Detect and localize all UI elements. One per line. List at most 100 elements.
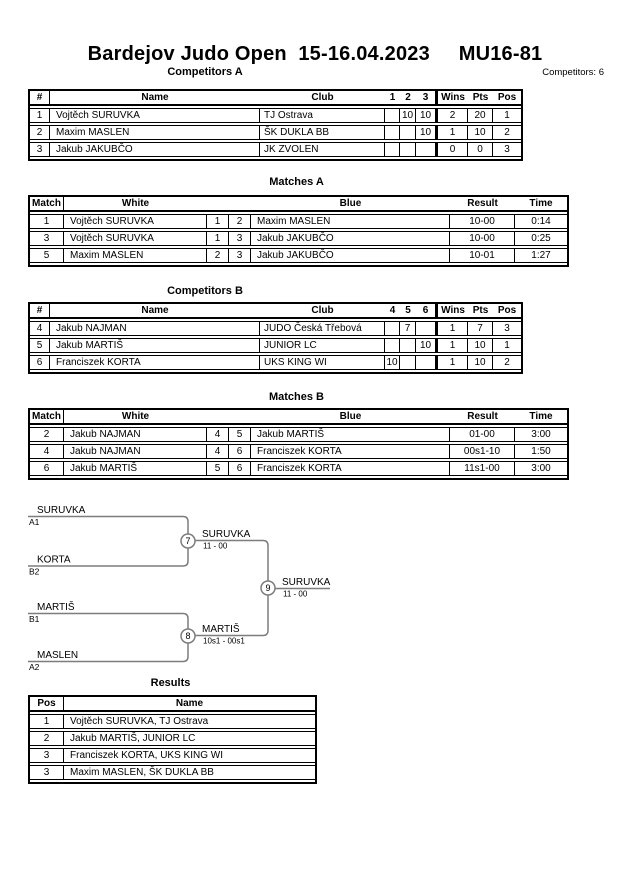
score-vs-6: 10 [419,340,432,351]
col-header-spacer [229,410,251,423]
final-competitor: Maxim MASLEN, ŠK DUKLA BB [70,767,214,778]
points: 20 [468,109,493,122]
match-time: 0:25 [531,233,551,244]
bracket-line-winner-7 [195,539,269,581]
table-row: 6 Franciszek KORTA UKS KING WI 10 1 10 2 [30,355,521,370]
white-name: Maxim MASLEN [64,249,207,262]
final-competitor: Franciszek KORTA, UKS KING WI [70,750,223,761]
final-position: 1 [30,715,64,728]
score-vs-5 [400,356,416,369]
blue-seed: 5 [229,428,251,441]
table-row: 5 Jakub MARTIŠ JUNIOR LC 10 1 10 1 [30,338,521,353]
bracket-seed-code: A1 [29,517,40,527]
score-vs-1 [385,109,400,122]
table-row: 3 Jakub JAKUBČO JK ZVOLEN 0 0 3 [30,142,521,157]
score-vs-6 [416,322,435,335]
final-competitor: Vojtěch SURUVKA, TJ Ostrava [70,716,209,727]
col-header-pos: Pos [497,305,517,316]
wins: 1 [435,322,468,335]
table-row: 3 Vojtěch SURUVKA 1 3 Jakub JAKUBČO 10-0… [30,231,567,246]
col-header-blue: Blue [339,411,362,422]
white-seed: 1 [207,215,229,228]
col-header-pos: Pos [497,92,517,103]
col-header-name: Name [175,698,204,709]
matches-a-table: Match White Blue Result Time 1 Vojtěch S… [28,195,569,267]
table-row: 2 Jakub NAJMAN 4 5 Jakub MARTIŠ 01-00 3:… [30,427,567,442]
score-vs-4 [385,322,400,335]
white-name: Jakub NAJMAN [64,445,207,458]
match-9-circle [260,580,276,596]
white-seed: 4 [207,445,229,458]
points: 10 [468,126,493,139]
points: 7 [468,322,493,335]
table-row: 2 Maxim MASLEN ŠK DUKLA BB 10 1 10 2 [30,125,521,140]
competitor-club: JUDO Česká Třebová [260,322,385,335]
col-header-3: 3 [422,92,429,103]
match-result: 01-00 [450,428,515,441]
match-time: 3:00 [531,463,551,474]
white-name: Vojtěch SURUVKA [64,215,207,228]
match-result: 10-00 [450,232,515,245]
position: 2 [504,357,510,368]
competitor-number: 5 [30,339,50,352]
white-seed: 5 [207,462,229,475]
col-header-2: 2 [405,92,411,103]
white-name: Vojtěch SURUVKA [64,232,207,245]
table-row: 6 Jakub MARTIŠ 5 6 Franciszek KORTA 11s1… [30,461,567,476]
col-header-name: Name [141,305,169,316]
score-vs-1 [385,143,400,156]
table-row: 5 Maxim MASLEN 2 3 Jakub JAKUBČO 10-01 1… [30,248,567,263]
table-header: Match White Blue Result Time [30,410,567,425]
col-header-spacer [207,410,229,423]
blue-name: Maxim MASLEN [251,215,450,228]
points: 10 [468,339,493,352]
table-header: # Name Club 4 5 6 Wins Pts Pos [30,304,521,319]
match-number: 3 [30,232,64,245]
match-number: 1 [30,215,64,228]
results-table: Pos Name 1 Vojtěch SURUVKA, TJ Ostrava 2… [28,695,317,784]
final-position: 2 [30,732,64,745]
competitor-number: 1 [30,109,50,122]
bracket-winner-name: SURUVKA [282,577,331,588]
white-seed: 2 [207,249,229,262]
blue-name: Franciszek KORTA [251,462,450,475]
competitor-name: Vojtěch SURUVKA [50,109,260,122]
competitor-club: JK ZVOLEN [260,143,385,156]
section-title-matches-b: Matches B [268,391,325,403]
position: 1 [504,110,510,121]
col-header-club: Club [311,92,334,103]
col-header-club: Club [311,305,334,316]
final-position: 3 [30,766,64,779]
bracket-line-b2 [28,548,189,567]
col-header-6: 6 [422,305,429,316]
match-number: 4 [30,445,64,458]
score-vs-6 [416,356,435,369]
col-header-num: # [30,304,50,317]
match-result: 11s1-00 [450,462,515,475]
blue-name: Franciszek KORTA [251,445,450,458]
match-time: 1:27 [531,250,551,261]
match-8-circle [180,628,196,644]
col-header-match: Match [30,410,64,423]
white-name: Jakub MARTIŠ [64,462,207,475]
competitors-a-table: # Name Club 1 2 3 Wins Pts Pos 1 Vojtěch… [28,89,523,161]
table-row: 1 Vojtěch SURUVKA TJ Ostrava 10 10 2 20 … [30,108,521,123]
col-header-match: Match [30,197,64,210]
bracket-seed-code: B1 [29,614,40,624]
white-seed: 1 [207,232,229,245]
score-vs-2 [400,143,416,156]
score-vs-2: 10 [400,109,416,122]
section-title-matches-a: Matches A [269,176,324,188]
competitor-club: TJ Ostrava [260,109,385,122]
score-vs-2 [400,126,416,139]
col-header-pts: Pts [472,92,489,103]
blue-seed: 3 [229,232,251,245]
col-header-spacer [207,197,229,210]
competitor-club: UKS KING WI [260,356,385,369]
wins: 1 [435,356,468,369]
competitor-name: Franciszek KORTA [50,356,260,369]
blue-name: Jakub JAKUBČO [251,232,450,245]
match-7-circle [180,533,196,549]
table-row: 1 Vojtěch SURUVKA, TJ Ostrava [30,714,315,729]
score-vs-3: 10 [419,110,432,121]
